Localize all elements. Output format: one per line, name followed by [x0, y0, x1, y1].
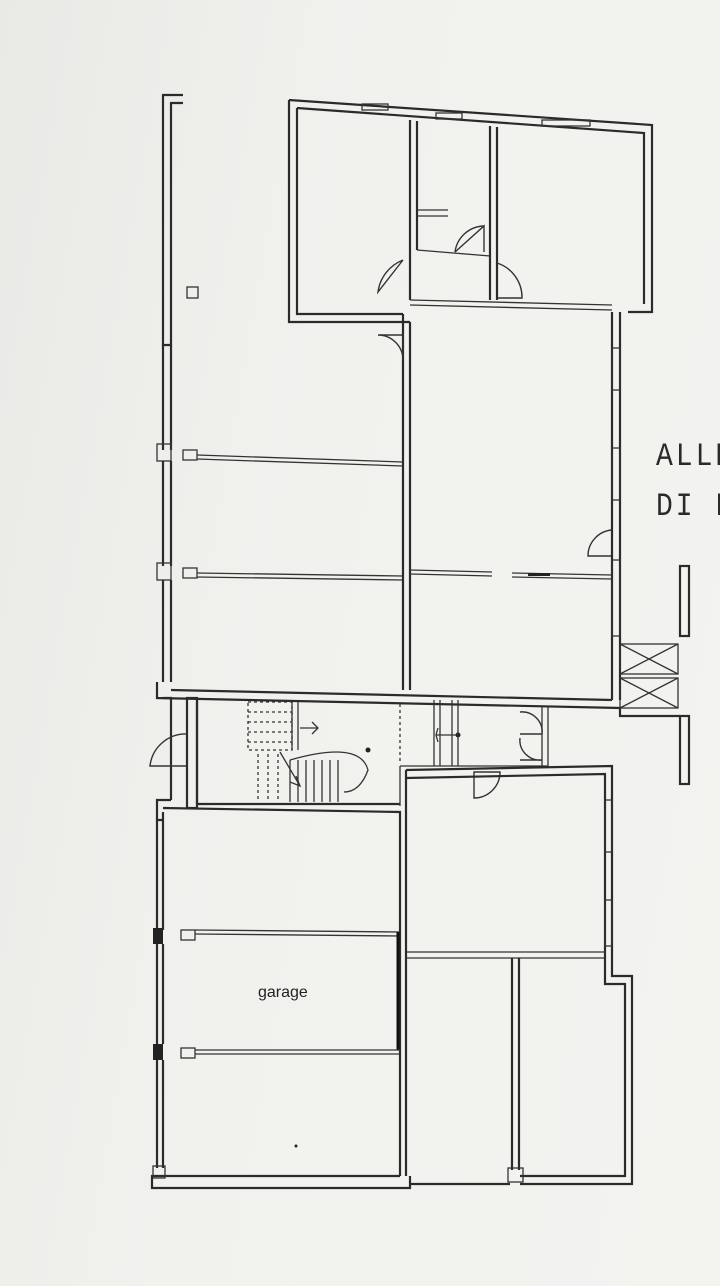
room-label-garage: garage: [258, 984, 308, 1001]
upper-block-walls: [155, 93, 680, 718]
exterior-right: [619, 564, 691, 786]
side-note-line-1: ALLE: [656, 439, 720, 476]
upper-doors: [376, 224, 613, 557]
stair-treads: [289, 751, 369, 802]
staircase-area: [149, 696, 549, 810]
lower-block-walls: [150, 764, 634, 1190]
side-note-line-2: DI FA: [656, 489, 720, 526]
